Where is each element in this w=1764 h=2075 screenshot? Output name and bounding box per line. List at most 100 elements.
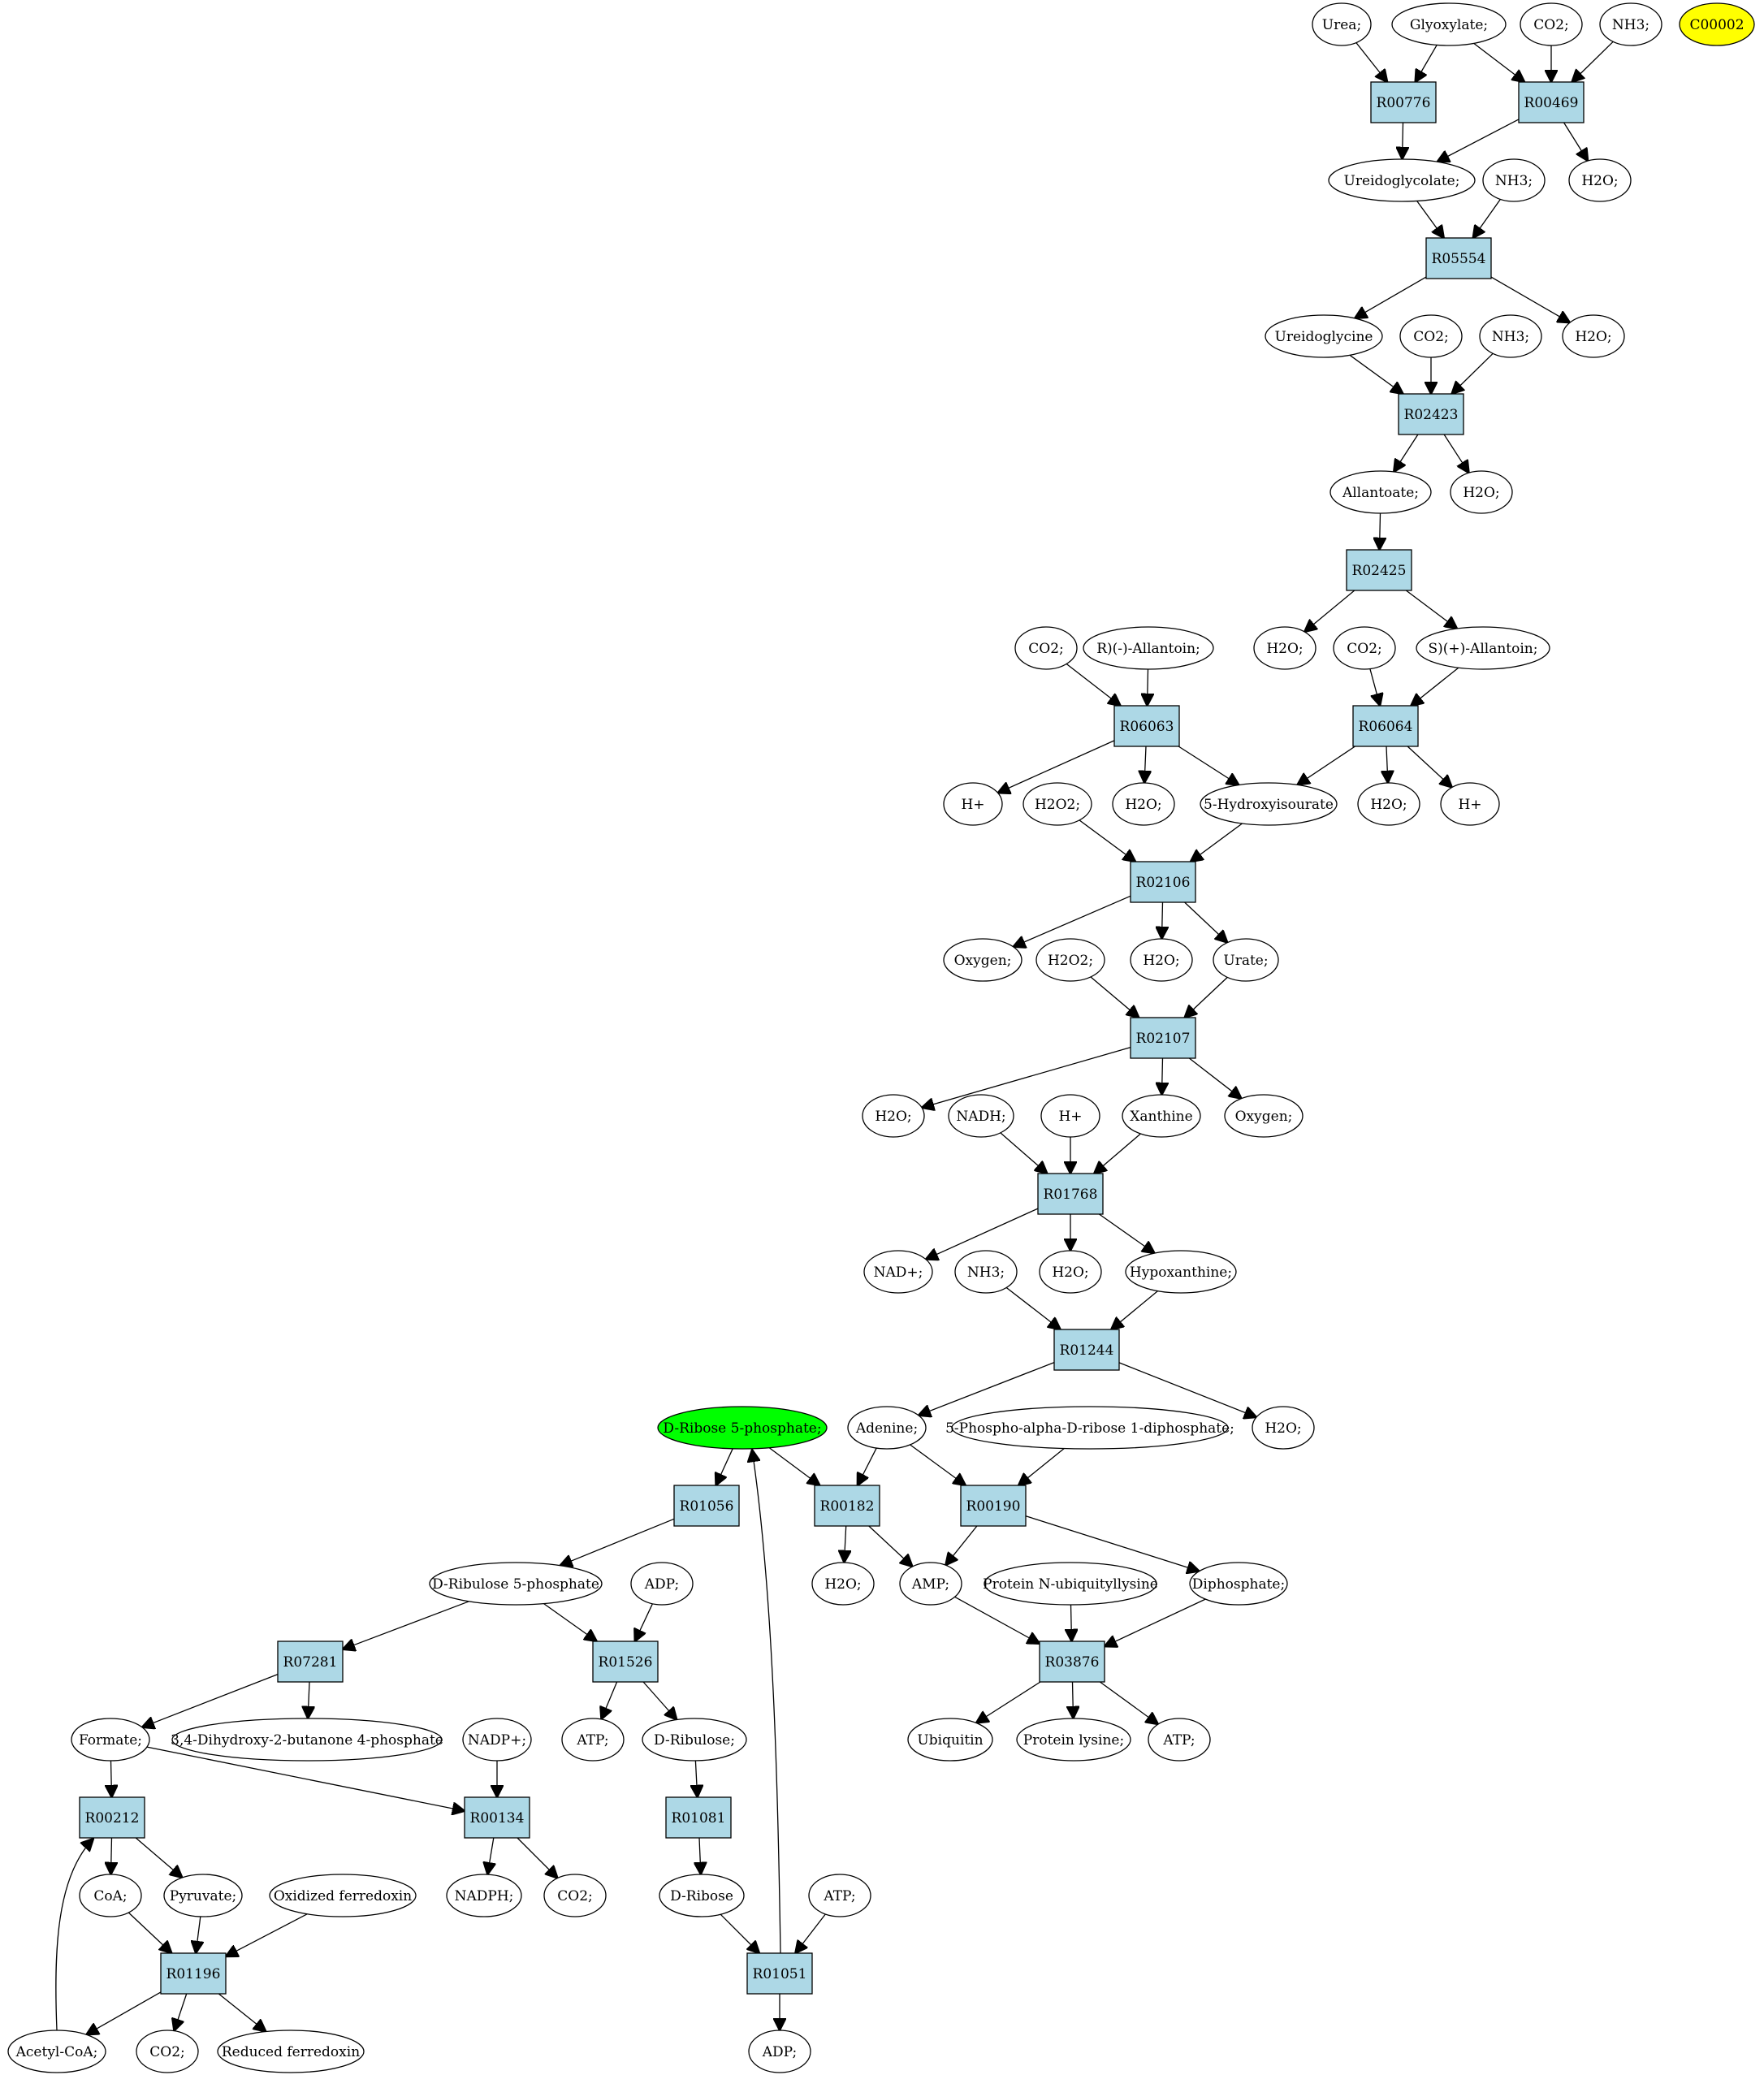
edge-R00134-to-co2_5 bbox=[517, 1837, 558, 1878]
compound-ellipse bbox=[1014, 626, 1078, 670]
node-label: Glyoxylate; bbox=[1410, 17, 1488, 33]
reaction-node-R01081: R01081 bbox=[665, 1796, 732, 1839]
node-label: H2O; bbox=[1052, 1264, 1088, 1281]
compound-node-adp_2: ADP; bbox=[748, 2030, 811, 2073]
compound-ellipse bbox=[561, 1718, 625, 1762]
node-label: R00182 bbox=[820, 1498, 875, 1515]
compound-node-urea: Urea; bbox=[1312, 2, 1372, 46]
compound-ellipse bbox=[1562, 314, 1625, 358]
compound-node-nadplus: NAD+; bbox=[863, 1250, 933, 1294]
node-label: CO2; bbox=[1028, 641, 1064, 657]
node-label: Ureidoglycolate; bbox=[1344, 173, 1460, 189]
node-label: R06063 bbox=[1120, 719, 1174, 735]
compound-ellipse bbox=[1479, 314, 1542, 358]
edge-nh3_3-to-R02423 bbox=[1452, 352, 1494, 394]
node-label: R00469 bbox=[1524, 95, 1579, 111]
compound-ellipse bbox=[1312, 2, 1372, 46]
reaction-node-R01196: R01196 bbox=[160, 1952, 227, 1995]
edge-ribulose5p-to-R01526 bbox=[543, 1603, 597, 1641]
compound-ellipse bbox=[659, 1874, 745, 1917]
node-label: NAD+; bbox=[874, 1264, 923, 1281]
edge-acetylcoa-to-R00212 bbox=[55, 1839, 93, 2031]
compound-ellipse bbox=[1224, 1094, 1304, 1138]
node-label: Protein N-ubiquityllysine bbox=[983, 1576, 1158, 1593]
compound-ellipse bbox=[79, 1874, 142, 1917]
reaction-box bbox=[1346, 549, 1412, 591]
compound-ellipse bbox=[543, 1874, 607, 1917]
edge-R01526-to-atp_1 bbox=[601, 1681, 618, 1719]
compound-ellipse bbox=[163, 1874, 243, 1917]
node-label: R01244 bbox=[1060, 1342, 1114, 1359]
compound-node-ribose: D-Ribose bbox=[659, 1874, 745, 1917]
reaction-box bbox=[960, 1485, 1027, 1527]
reaction-box bbox=[1398, 393, 1464, 435]
compound-ellipse bbox=[1599, 2, 1662, 46]
edge-R01196-to-acetylcoa bbox=[86, 1991, 162, 2034]
compound-ellipse bbox=[1189, 1562, 1288, 1606]
compound-ellipse bbox=[1035, 938, 1105, 982]
edge-R00134-to-nadph bbox=[487, 1837, 494, 1874]
compound-ellipse bbox=[1568, 158, 1632, 202]
compound-ellipse bbox=[943, 938, 1023, 982]
edge-ribose5p-to-R00182 bbox=[768, 1447, 819, 1485]
reaction-node-R00182: R00182 bbox=[814, 1485, 880, 1527]
edge-R01196-to-co2_6 bbox=[174, 1993, 188, 2031]
edge-urea-to-R00776 bbox=[1355, 42, 1387, 82]
edge-hydroxyisourate-to-R02106 bbox=[1191, 823, 1243, 862]
compound-node-urate: Urate; bbox=[1213, 938, 1279, 982]
compound-ellipse bbox=[1130, 938, 1193, 982]
compound-ellipse bbox=[1440, 782, 1500, 826]
node-label: 5-Hydroxyisourate bbox=[1204, 797, 1334, 813]
compound-ellipse bbox=[862, 1094, 925, 1138]
node-label: Xanthine bbox=[1130, 1109, 1192, 1125]
node-label: R07281 bbox=[283, 1654, 338, 1671]
compound-node-oxygen_1: Oxygen; bbox=[943, 938, 1023, 982]
edge-h2o2_2-to-R02107 bbox=[1090, 976, 1139, 1018]
edge-R01196-to-red_ferredoxin bbox=[218, 1993, 266, 2032]
compound-ellipse bbox=[1122, 1094, 1201, 1138]
edge-ureidoglycolate-to-R05554 bbox=[1416, 201, 1444, 238]
edge-glyoxylate-to-R00776 bbox=[1416, 45, 1438, 82]
compound-node-adenine: Adenine; bbox=[847, 1406, 927, 1450]
reaction-box bbox=[673, 1485, 740, 1527]
compound-node-co2_1: CO2; bbox=[1520, 2, 1583, 46]
compound-node-co2_6: CO2; bbox=[136, 2030, 199, 2073]
reaction-node-R00190: R00190 bbox=[960, 1485, 1027, 1527]
edge-R07281-to-formate bbox=[142, 1673, 279, 1727]
compound-node-h2o_6: H2O; bbox=[1357, 782, 1420, 826]
compound-node-h2o_8: H2O; bbox=[862, 1094, 925, 1138]
node-label: H2O; bbox=[875, 1109, 911, 1125]
compound-node-h2o_1: H2O; bbox=[1568, 158, 1632, 202]
reaction-node-R02423: R02423 bbox=[1398, 393, 1464, 435]
node-label: H2O; bbox=[1266, 641, 1303, 657]
node-label: Urea; bbox=[1322, 17, 1361, 33]
node-label: H2O; bbox=[1125, 797, 1161, 813]
reaction-box bbox=[1518, 81, 1585, 123]
edge-pyruvate-to-R01196 bbox=[196, 1916, 201, 1953]
node-label: H2O; bbox=[1581, 173, 1618, 189]
compound-node-ubiquitin: Ubiquitin bbox=[907, 1718, 993, 1762]
edge-R03876-to-ubiquitin bbox=[976, 1681, 1041, 1723]
compound-node-hypoxanthine: Hypoxanthine; bbox=[1125, 1250, 1237, 1294]
compound-ellipse bbox=[630, 1562, 694, 1606]
compound-ellipse bbox=[808, 1874, 871, 1917]
edge-R02106-to-h2o_7 bbox=[1162, 901, 1163, 939]
compound-node-ureidoglycine: Ureidoglycine bbox=[1265, 314, 1383, 358]
compound-node-adp_1: ADP; bbox=[630, 1562, 694, 1606]
edge-allantoate-to-R02425 bbox=[1380, 512, 1381, 550]
compound-node-nadpplus: NADP+; bbox=[462, 1718, 532, 1762]
edge-R02423-to-allantoate bbox=[1394, 434, 1419, 472]
reaction-node-R00134: R00134 bbox=[464, 1796, 530, 1839]
compound-ellipse bbox=[1391, 2, 1507, 46]
compound-node-ribose5p: D-Ribose 5-phosphate; bbox=[657, 1406, 828, 1450]
reaction-node-R06064: R06064 bbox=[1352, 705, 1419, 747]
reaction-box bbox=[1370, 81, 1437, 123]
node-label: D-Ribulose 5-phosphate bbox=[432, 1576, 599, 1593]
edge-layer bbox=[55, 41, 1614, 2034]
node-label: Acetyl-CoA; bbox=[15, 2044, 98, 2060]
reaction-node-R03876: R03876 bbox=[1039, 1641, 1105, 1683]
node-label: R06064 bbox=[1359, 719, 1413, 735]
node-label: Oxidized ferredoxin bbox=[274, 1888, 412, 1904]
node-label: 3,4-Dihydroxy-2-butanone 4-phosphate bbox=[171, 1732, 443, 1749]
compound-node-ribulose5p: D-Ribulose 5-phosphate bbox=[429, 1562, 603, 1606]
